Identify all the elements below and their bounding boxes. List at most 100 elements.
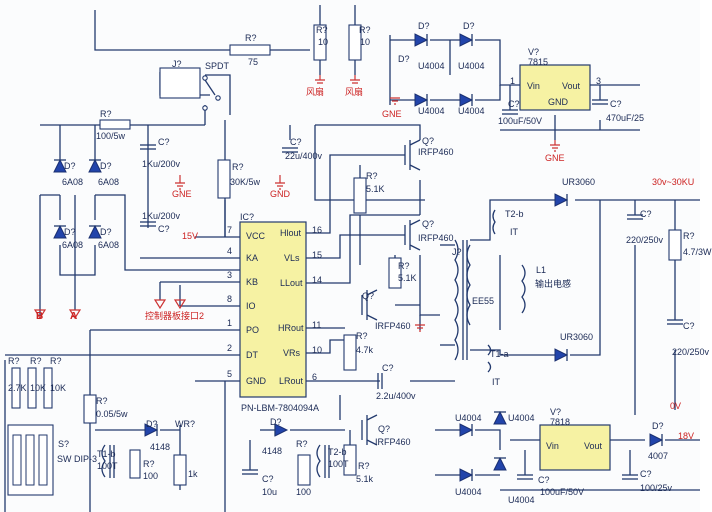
ic-pin-num-5: 5	[227, 369, 233, 379]
capacitors	[140, 99, 683, 480]
ic-pin-num-2: 2	[227, 343, 233, 353]
dip-switch	[7, 424, 54, 496]
label-18v: 18V	[678, 431, 695, 441]
ic-pin-num-16: 16	[312, 225, 323, 235]
relay-spdt	[159, 67, 221, 111]
label-reg-top: V?	[528, 47, 540, 57]
ic-body	[239, 221, 307, 398]
label-q3-part: IRFP460	[375, 321, 411, 331]
label-bd3-val: 6A08	[62, 240, 84, 250]
ic-pin-num-14: 14	[312, 275, 323, 285]
label-q4-part: IRFP460	[375, 437, 411, 447]
label-d-top3: D?	[463, 21, 475, 31]
label-rs1-val: 2.7K	[8, 383, 27, 393]
label-relay: J?	[172, 59, 182, 69]
label-c22k: C?	[382, 363, 394, 373]
diodes	[53, 33, 664, 482]
label-rs3: R?	[50, 356, 62, 366]
label-r47k-val: 4.7/3W	[683, 247, 712, 257]
resistor-r75	[229, 44, 271, 56]
label-c-bot2-val: 100/25v	[640, 483, 673, 493]
ic-pin-num-7: 7	[227, 225, 233, 235]
label-u4004-d: U4004	[458, 106, 485, 116]
ic-pin-num-10: 10	[312, 345, 323, 355]
ic-pin-num-8: 8	[227, 294, 233, 304]
label-l1: L1	[536, 265, 547, 275]
ic-pin-hrout: HRout	[278, 323, 304, 333]
regulator-7818	[539, 424, 611, 471]
ic-pin-po: PO	[246, 325, 260, 335]
label-c1ka: C?	[158, 137, 170, 147]
label-ur3060-a: UR3060	[562, 177, 596, 187]
label-wr: WR?	[175, 419, 195, 429]
label-r10a: R?	[316, 25, 328, 35]
label-c-bot1: C?	[538, 475, 550, 485]
label-rs3-val: 10K	[50, 383, 67, 393]
ground-symbols	[33, 75, 560, 332]
label-r-top-value: 75	[248, 57, 259, 67]
ic-pin-vrs: VRs	[283, 348, 301, 358]
label-c-reg-out: C?	[610, 99, 622, 109]
label-bd1: D?	[64, 161, 76, 171]
label-d4148a: D?	[146, 419, 158, 429]
label-gne-b: GNE	[545, 153, 565, 163]
ic-pin-dt: DT	[246, 350, 258, 360]
label-r51kb-val: 5.1K	[398, 273, 417, 283]
label-gnd: GND	[270, 189, 290, 199]
label-d4148a-val: 4148	[150, 442, 171, 452]
ic-pin-num-3: 3	[227, 270, 233, 280]
resistor-r10-b	[348, 24, 362, 61]
ic-pin-lrout: LRout	[279, 376, 304, 386]
label-c-bot2: C?	[640, 469, 652, 479]
label-c220-val: 220/250v	[626, 235, 664, 245]
label-reg-vout: Vout	[562, 81, 581, 91]
label-r-top: R?	[245, 33, 257, 43]
label-ur3060-b: UR3060	[560, 332, 594, 342]
label-q2: Q?	[422, 219, 435, 229]
label-reg-gnd: GND	[548, 97, 568, 107]
label-c-reg-out-val: 470uF/25	[606, 113, 645, 123]
label-reg-bot-part: 7818	[550, 417, 571, 427]
label-d-top2: D?	[398, 54, 410, 64]
label-d4148b-val: 4148	[262, 446, 283, 456]
label-d4148b: D?	[270, 417, 282, 427]
label-r100c: R?	[296, 439, 308, 449]
label-spdt: SPDT	[205, 61, 230, 71]
label-r10a-val: 10	[318, 37, 329, 47]
label-reg-vin: Vin	[527, 81, 540, 91]
label-r100b-val: 100	[143, 471, 159, 481]
label-rs1: R?	[8, 356, 20, 366]
transformers	[101, 209, 526, 478]
label-u4004-a: U4004	[418, 61, 445, 71]
ic-pin-llout: LLout	[280, 278, 303, 288]
label-r10b-val: 10	[360, 37, 371, 47]
label-r51kc-val: 5.1k	[356, 474, 374, 484]
label-15v: 15V	[182, 231, 199, 241]
regulator-7815	[519, 64, 591, 111]
label-0v: 0V	[670, 401, 682, 411]
resistor-sw-3	[43, 367, 53, 409]
label-fan-a: 风扇	[306, 87, 325, 97]
label-c10u: C?	[262, 474, 274, 484]
label-out-v: 30v~30KU	[652, 177, 695, 187]
label-c1ka-val: 1Ku/200v	[142, 159, 181, 169]
label-ic: IC?	[240, 212, 255, 222]
label-l1-text: 输出电感	[535, 279, 572, 289]
ic-pin-num-6: 6	[312, 372, 318, 382]
label-q2-part: IRFP460	[418, 233, 454, 243]
label-u4004-e: U4004	[455, 413, 482, 423]
label-u4004-b: U4004	[458, 61, 485, 71]
label-t1a: T1-a	[490, 349, 509, 359]
label-c-bot1-val: 100uF/50V	[540, 487, 585, 497]
label-bd4-val: 6A08	[98, 240, 120, 250]
label-r30k: R?	[232, 162, 244, 172]
mosfets	[361, 139, 421, 446]
label-c-reg-in-val: 100uF/50V	[498, 116, 543, 126]
ic-pin-vcc: VCC	[246, 231, 266, 241]
label-c22u-val: 22u/400v	[285, 151, 323, 161]
label-c220: C?	[640, 209, 652, 219]
label-reg-pin1: 1	[510, 76, 516, 86]
label-r100b: R?	[143, 459, 155, 469]
label-reg-bot-vin: Vin	[546, 441, 559, 451]
